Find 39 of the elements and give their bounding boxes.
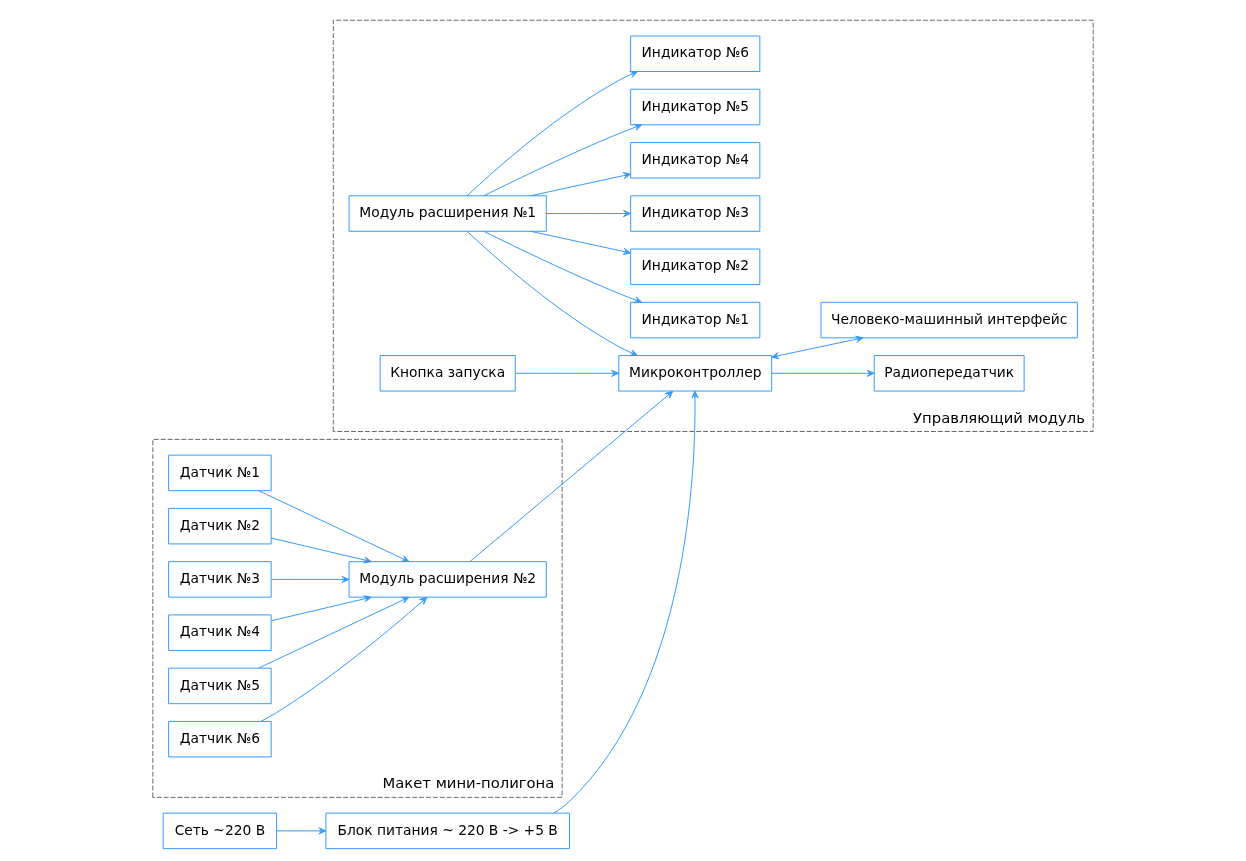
node-box: Индикатор №1 [630,301,761,339]
arrow [530,230,631,256]
arrow [258,490,410,563]
node-box: Датчик №5 [168,667,272,705]
arrow [483,123,643,197]
arrow [260,596,428,722]
node-box: Индикатор №5 [630,88,761,126]
arrow [771,369,875,377]
node-box: Сеть ~220 В [162,812,278,850]
node-box: Датчик №3 [168,561,272,598]
node-box: Датчик №2 [168,507,272,545]
node-box: Индикатор №2 [630,248,761,286]
node-box: Модуль расширения №1 [348,195,547,232]
node-box: Человеко-машинный интерфейс [820,301,1078,339]
arrow [258,596,410,669]
arrow [466,71,638,197]
arrow [469,390,674,562]
node-box: Датчик №6 [168,720,272,758]
arrow [514,369,619,377]
arrow [545,209,631,218]
arrow [270,595,372,622]
node-box: Индикатор №4 [630,142,761,179]
arrow [466,230,638,357]
node-box: Индикатор №3 [630,195,761,232]
node-box: Блок питания ~ 220 В -> +5 В [325,812,570,850]
arrow [483,230,643,304]
arrow [276,827,327,835]
arrow [270,537,372,564]
node-box: Датчик №4 [168,614,272,651]
node-box: Микроконтроллер [618,355,773,392]
arrow [270,575,350,583]
arrow [530,172,631,197]
node-box: Кнопка запуска [379,355,516,392]
node-box: Датчик №1 [168,454,272,492]
arrow [771,335,864,360]
arrow [553,390,699,814]
node-box: Модуль расширения №2 [348,561,547,598]
node-box: Радиопередатчик [873,355,1025,392]
node-box: Индикатор №6 [630,35,761,73]
